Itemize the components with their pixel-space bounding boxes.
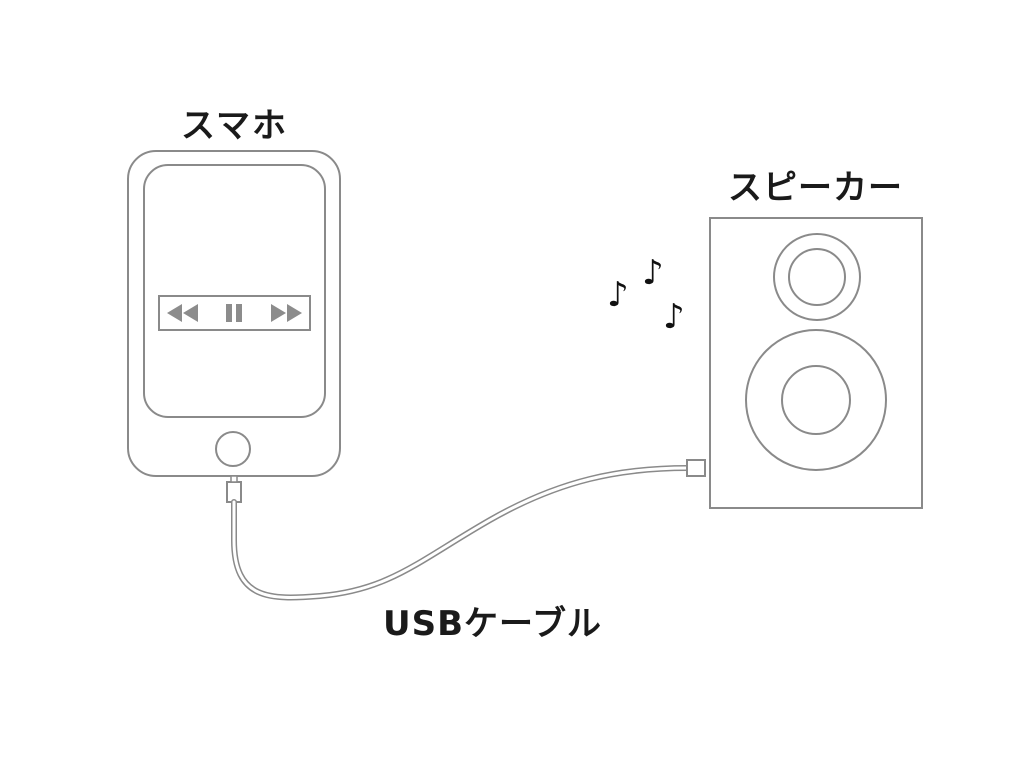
speaker-label: スピーカー <box>728 168 903 208</box>
cable-label: USBケーブル <box>383 604 602 644</box>
phone-connector <box>226 475 242 503</box>
usb-cable <box>231 465 691 601</box>
music-note-icon: ♪ <box>642 253 664 293</box>
smartphone <box>127 150 341 477</box>
fast-forward-icon <box>271 304 302 322</box>
music-note-icon: ♪ <box>607 275 629 315</box>
music-notes: ♪ ♪ ♪ <box>607 253 685 337</box>
pause-icon <box>226 304 242 322</box>
phone-screen <box>143 164 326 418</box>
media-control-bar <box>158 295 311 331</box>
home-button <box>215 431 251 467</box>
speaker <box>709 217 923 509</box>
speaker-connector <box>686 459 706 477</box>
tweeter-inner <box>788 248 846 306</box>
woofer-inner <box>781 365 851 435</box>
phone-label: スマホ <box>181 106 288 146</box>
music-note-icon: ♪ <box>663 297 685 337</box>
rewind-icon <box>167 304 198 322</box>
